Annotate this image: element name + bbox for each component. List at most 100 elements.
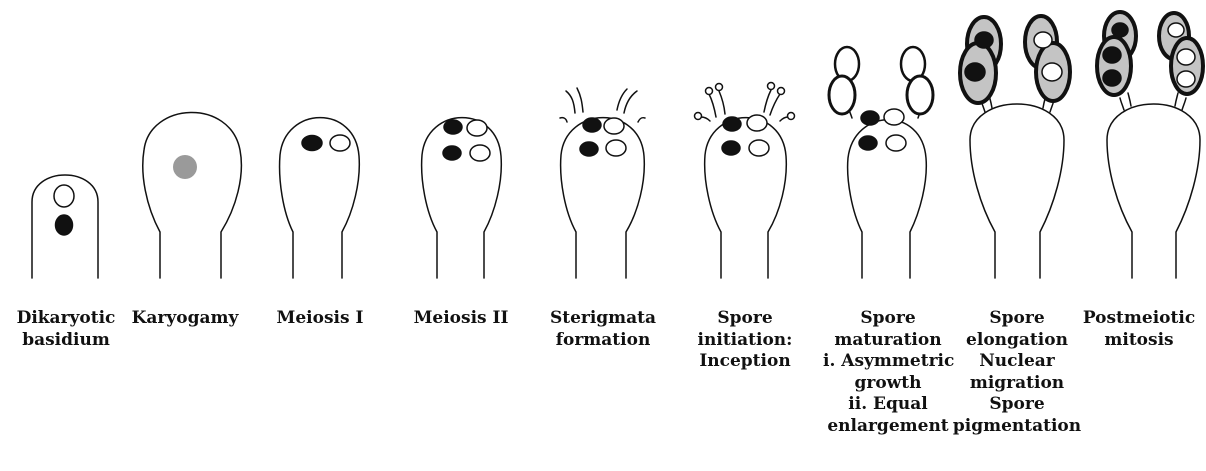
sterigma xyxy=(764,90,771,112)
sterigma xyxy=(701,117,710,121)
sterigma xyxy=(1182,98,1186,110)
label-line: Sterigmata xyxy=(538,308,668,330)
nucleus-light xyxy=(749,140,769,156)
nucleus-light xyxy=(604,118,624,134)
stage-meiosis-2 xyxy=(422,118,502,278)
spore-initial xyxy=(695,113,702,120)
stage-postmeiotic-mitosis xyxy=(1097,12,1203,278)
label-line: initiation: xyxy=(680,330,810,352)
label-line: Meiosis II xyxy=(396,308,526,330)
sterigma xyxy=(780,117,788,121)
sterigma xyxy=(770,94,780,115)
basidium-outline xyxy=(422,118,502,278)
label-line: formation xyxy=(538,330,668,352)
spore-initial xyxy=(788,113,795,120)
label-line: Spore xyxy=(952,394,1082,416)
nucleus-light xyxy=(330,135,350,151)
label-line: Meiosis I xyxy=(255,308,385,330)
basidium-outline xyxy=(561,118,645,278)
label-line: Inception xyxy=(680,351,810,373)
label-spore-maturation: Spore maturation i. Asymmetric growth ii… xyxy=(823,308,953,437)
label-line: migration xyxy=(952,373,1082,395)
label-line: Postmeiotic xyxy=(1074,308,1204,330)
nucleus-dark xyxy=(56,215,73,235)
spore-initial xyxy=(716,84,723,91)
label-meiosis-1: Meiosis I xyxy=(255,308,385,330)
stage-spore-initiation xyxy=(695,83,795,279)
spore-initial xyxy=(778,88,785,95)
label-line: pigmentation xyxy=(952,416,1082,438)
nucleus-dark xyxy=(302,136,322,151)
nucleus-light xyxy=(467,120,487,136)
stage-dikaryotic-basidium xyxy=(32,175,98,278)
nucleus-dark xyxy=(1103,70,1121,86)
basidium-outline xyxy=(1107,104,1200,278)
nucleus-dark xyxy=(444,120,462,134)
nucleus-light xyxy=(886,135,906,151)
sterigma xyxy=(1175,93,1178,106)
nucleus-dark xyxy=(722,141,740,155)
nucleus-light xyxy=(747,115,767,131)
nucleus-light xyxy=(606,140,626,156)
label-line: ii. Equal xyxy=(823,394,953,416)
nucleus-dark xyxy=(965,63,985,81)
sterigma xyxy=(1128,93,1131,106)
label-meiosis-2: Meiosis II xyxy=(396,308,526,330)
stage-karyogamy xyxy=(143,112,242,278)
spore-initial xyxy=(706,88,713,95)
sterigma xyxy=(624,91,637,113)
sterigma xyxy=(719,91,725,114)
label-line: maturation xyxy=(823,330,953,352)
nucleus-light xyxy=(1177,71,1195,87)
sterigma xyxy=(709,94,716,117)
label-dikaryotic-basidium: Dikaryotic basidium xyxy=(1,308,131,351)
label-spore-elongation: Spore elongation Nuclear migration Spore… xyxy=(952,308,1082,437)
label-line: enlargement xyxy=(823,416,953,438)
nucleus-dark xyxy=(583,118,601,132)
stage-sterigmata-formation xyxy=(560,88,645,278)
nucleus-dark xyxy=(1103,47,1121,63)
label-line: Spore xyxy=(823,308,953,330)
label-line: i. Asymmetric xyxy=(823,351,953,373)
label-line: Spore xyxy=(952,308,1082,330)
nucleus-light xyxy=(1042,63,1062,81)
stage-meiosis-1 xyxy=(280,118,360,278)
spore-initial xyxy=(768,83,775,90)
label-line: basidium xyxy=(1,330,131,352)
label-line: growth xyxy=(823,373,953,395)
sterigma xyxy=(638,118,645,122)
nucleus-dark xyxy=(1112,23,1128,37)
sterigma xyxy=(1120,98,1124,110)
spore xyxy=(907,76,933,114)
nucleus-light xyxy=(1177,49,1195,65)
label-spore-initiation: Spore initiation: Inception xyxy=(680,308,810,373)
nucleus-dark xyxy=(443,146,461,160)
basidium-outline xyxy=(705,118,787,278)
sterigma xyxy=(566,91,575,113)
fused-nucleus xyxy=(173,155,197,179)
stage-spore-maturation xyxy=(829,47,933,278)
label-line: Spore xyxy=(680,308,810,330)
nucleus-light xyxy=(1168,23,1184,37)
nucleus-dark xyxy=(861,111,879,125)
sterigma xyxy=(560,118,567,122)
label-line: Dikaryotic xyxy=(1,308,131,330)
nucleus-light xyxy=(470,145,490,161)
basidium-outline xyxy=(970,104,1064,278)
label-sterigmata-formation: Sterigmata formation xyxy=(538,308,668,351)
nucleus-light xyxy=(1034,32,1052,48)
label-line: Nuclear xyxy=(952,351,1082,373)
nucleus-dark xyxy=(859,136,877,150)
nucleus-light xyxy=(884,109,904,125)
label-line: mitosis xyxy=(1074,330,1204,352)
stage-spore-elongation xyxy=(960,16,1070,278)
basidium-outline xyxy=(143,112,242,278)
label-karyogamy: Karyogamy xyxy=(120,308,250,330)
spore xyxy=(829,76,855,114)
label-line: elongation xyxy=(952,330,1082,352)
nucleus-dark xyxy=(580,142,598,156)
nucleus-dark xyxy=(975,32,993,48)
label-line: Karyogamy xyxy=(120,308,250,330)
nucleus-light xyxy=(54,185,74,207)
